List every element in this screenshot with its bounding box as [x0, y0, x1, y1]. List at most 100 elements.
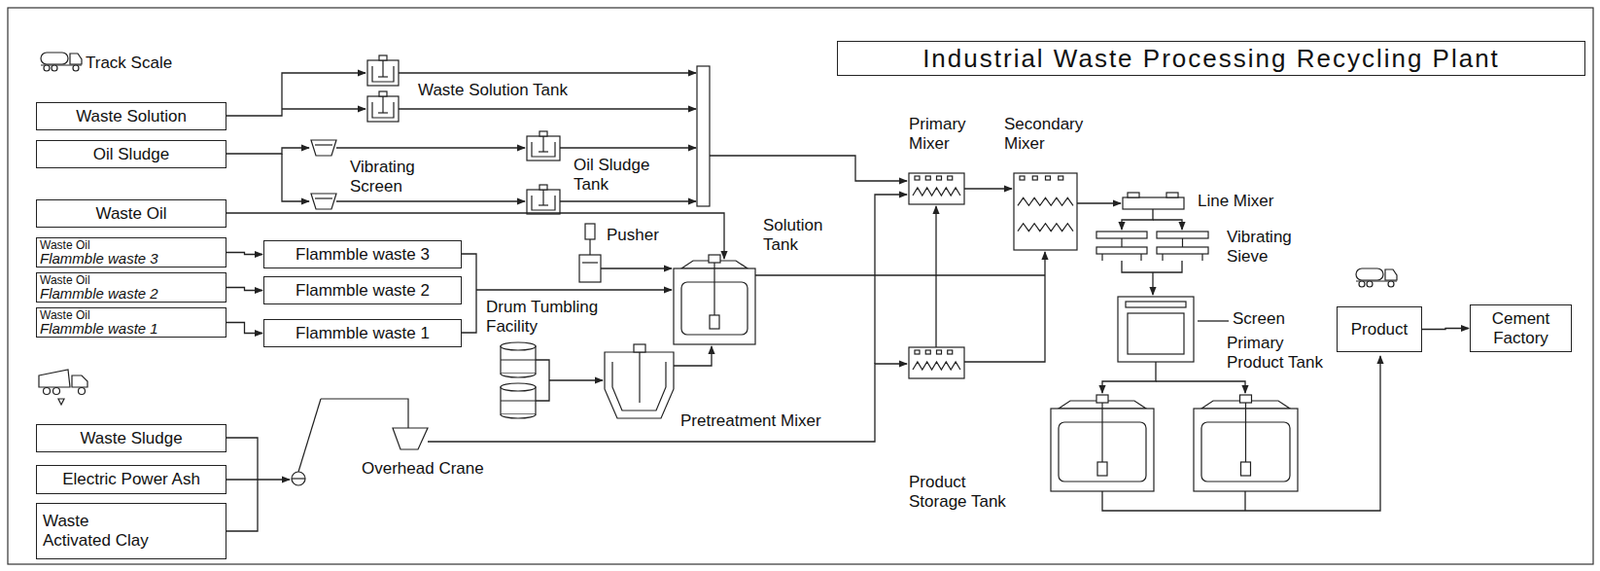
flow-line	[755, 274, 1045, 276]
flow-line	[336, 146, 525, 148]
tank-icon	[526, 131, 560, 161]
box-text: Flammble waste 2	[39, 285, 159, 301]
flow-line	[461, 253, 477, 333]
box-text: Flammble waste 1	[39, 320, 159, 336]
truck-cab	[1385, 269, 1397, 280]
agitator-blade	[378, 75, 388, 77]
sieve-leg	[1140, 253, 1142, 261]
truck-wheel	[51, 65, 58, 71]
unload-mark	[58, 398, 65, 405]
equipment-label: Solution Tank	[763, 215, 841, 254]
inlet-port	[947, 349, 953, 354]
drum-top	[500, 342, 536, 350]
equipment-label: Pusher	[606, 225, 660, 245]
box-text: Flammble waste 3	[39, 250, 159, 266]
agitator-blade	[538, 204, 549, 206]
truck-wheel	[1366, 280, 1373, 287]
equipment-label: Oil Sludge Tank	[573, 155, 666, 194]
screen-mesh	[314, 143, 333, 145]
equipment-label: Screen	[1232, 309, 1286, 329]
sieve-deck	[1096, 246, 1148, 254]
inlet-port	[925, 349, 931, 354]
box-text: Flammble waste 3	[295, 244, 430, 265]
sieve-leg	[1161, 253, 1163, 261]
vibrating-screen-icon	[311, 139, 337, 156]
flow-line	[1152, 219, 1183, 230]
sieve-deck	[1096, 231, 1148, 239]
crane-hook-bar	[291, 477, 306, 479]
mixer-body	[908, 347, 965, 379]
flow-line	[1102, 361, 1156, 393]
input-box: Waste Oil	[35, 199, 227, 228]
mixer-body	[908, 173, 965, 205]
agitator-motor	[1096, 394, 1109, 403]
truck-cab	[71, 375, 88, 387]
crane-boom	[320, 398, 409, 428]
vibrating-screen-icon	[311, 193, 337, 209]
input-box: Electric Power Ash	[35, 464, 227, 494]
mixer-icon	[1013, 173, 1078, 250]
agitator-motor	[379, 91, 387, 97]
sieve-deck	[1156, 246, 1209, 254]
pusher-plate	[582, 261, 598, 263]
equipment-label: Overhead Crane	[361, 458, 485, 479]
flow-line	[1151, 272, 1153, 295]
box-text: Oil Sludge	[93, 144, 170, 165]
screen-plate	[1125, 301, 1186, 308]
flow-line	[1197, 319, 1229, 321]
equipment-label: Vibrating Sieve	[1226, 227, 1310, 266]
storage-tank-icon	[1050, 394, 1154, 491]
agitator-motor	[708, 254, 721, 263]
equipment-label: Primary Product Tank	[1226, 333, 1332, 372]
agitator-shaft	[542, 136, 544, 152]
equipment-label: Track Scale	[85, 53, 173, 73]
flow-line	[535, 359, 550, 401]
tank-inner	[1127, 313, 1184, 354]
crane-bucket	[392, 427, 428, 450]
agitator-motor	[1240, 394, 1253, 403]
tank-icon	[526, 184, 560, 214]
mixer-screw	[912, 187, 961, 196]
outer-frame	[7, 7, 1594, 564]
agitator-blade	[1241, 461, 1252, 476]
mixer-screw	[912, 361, 961, 370]
sieve-spring	[1182, 238, 1183, 247]
mixer-body	[1013, 173, 1078, 250]
equipment-label: Line Mixer	[1197, 191, 1274, 211]
flow-line	[935, 206, 937, 348]
agitator-shaft	[542, 189, 544, 206]
screen-body	[311, 193, 337, 209]
tank-body	[526, 189, 560, 214]
sieve-spring	[1120, 238, 1122, 247]
flow-line	[709, 155, 907, 181]
flow-line	[1121, 260, 1183, 273]
agitator-motor	[379, 55, 387, 61]
agitator-blade	[1097, 461, 1108, 476]
flow-line	[281, 153, 310, 202]
inlet-port	[925, 175, 931, 180]
flow-line	[964, 187, 1012, 189]
flow-line	[226, 147, 310, 154]
agitator-shaft	[382, 60, 383, 77]
equipment-label: Primary Mixer	[908, 114, 982, 153]
flow-line	[673, 346, 712, 366]
primary-product-tank-icon	[1117, 296, 1194, 362]
box-text: Waste Activated Clay	[42, 511, 160, 550]
flow-line	[559, 146, 696, 148]
flow-line	[476, 288, 672, 290]
tank-icon	[367, 55, 399, 86]
flow-connector	[226, 252, 263, 255]
box-text: Flammble waste 2	[295, 280, 430, 301]
flow-line	[226, 72, 366, 116]
flow-line	[1102, 355, 1381, 511]
flow-line	[549, 379, 603, 381]
pusher-cylinder	[585, 223, 595, 240]
agitator-motor	[633, 344, 646, 352]
truck-bed	[38, 369, 70, 387]
line-mixer-flange	[1166, 192, 1179, 198]
equipment-label: Product Storage Tank	[908, 472, 1026, 511]
drum-bottom	[500, 373, 536, 378]
